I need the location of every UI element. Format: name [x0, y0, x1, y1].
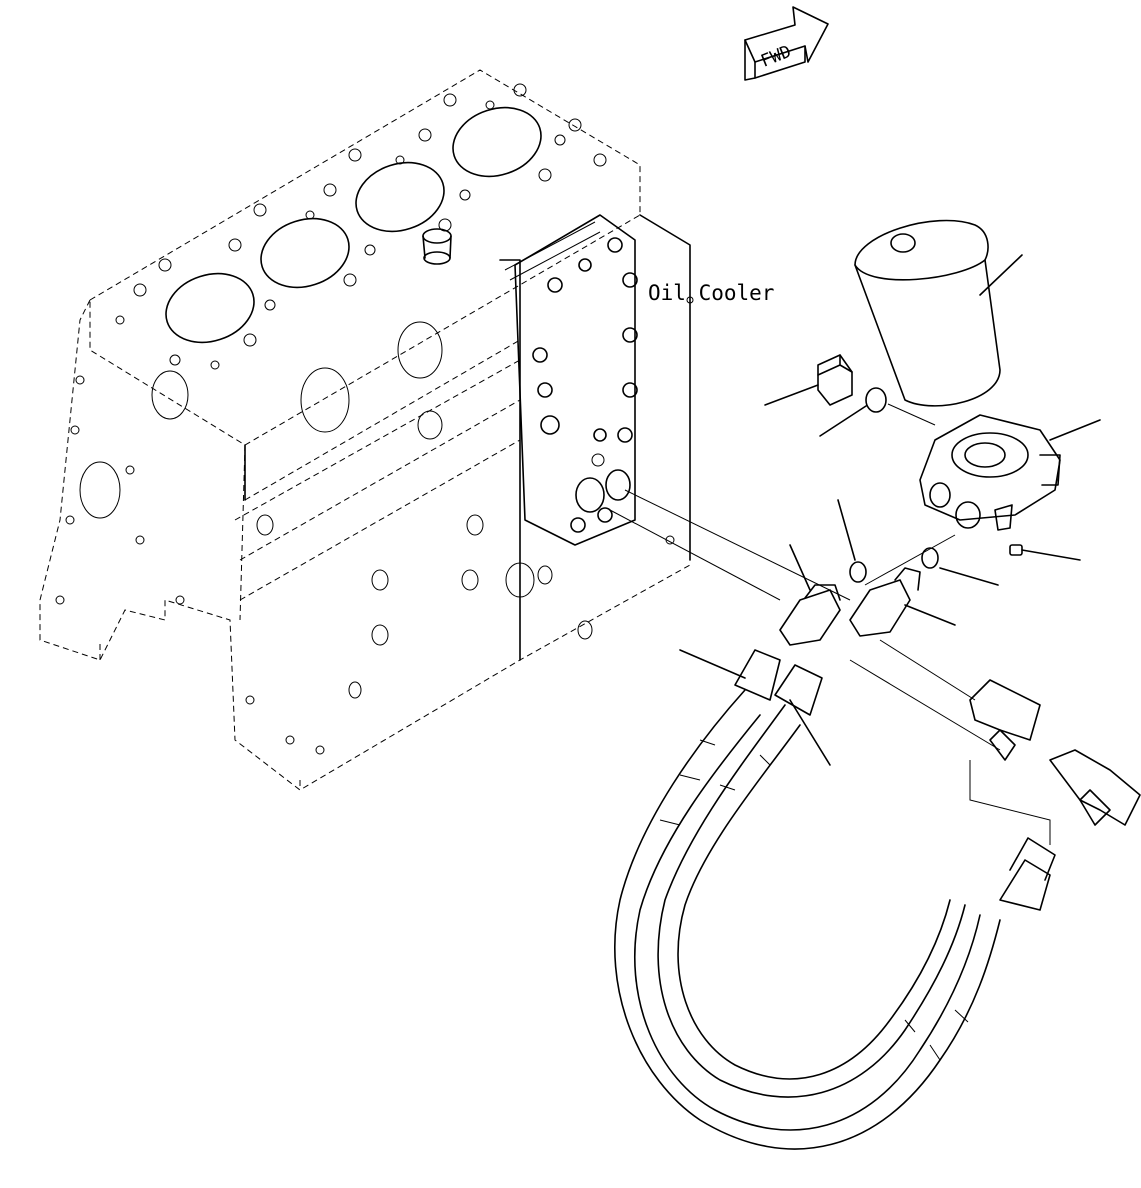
forward-arrow-icon: FWD [744, 6, 829, 81]
engine-block [39, 69, 694, 791]
o-rings [837, 499, 999, 586]
filter-head [864, 414, 1101, 586]
oil-filter [854, 219, 1023, 407]
oil-hoses [613, 649, 1056, 1150]
drain-plug [764, 354, 853, 406]
o-ring-filter [819, 387, 936, 437]
adapter-fittings [609, 489, 956, 646]
oil-cooler-cover [499, 214, 638, 661]
elbow-fittings [849, 639, 1141, 845]
small-plug [1009, 544, 1081, 561]
oil-cooler-label: Oil Cooler [648, 281, 774, 305]
